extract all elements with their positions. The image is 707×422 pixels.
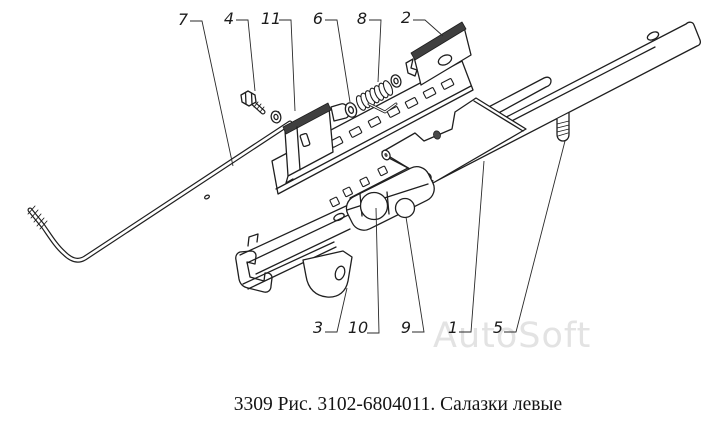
part-label-10: 10 [348,318,368,337]
roller-part10 [359,191,389,221]
slider-oval-hole [333,212,345,222]
washer-6b [390,74,402,88]
leader-5 [504,140,566,333]
bolt-head [240,90,257,107]
part-label-5: 5 [493,318,503,337]
leader-3 [325,287,348,333]
upper-slide-part2 [271,21,474,195]
spring-8 [355,80,394,111]
plate-curl [433,130,441,140]
rail-tongue [478,76,552,123]
roller-part9 [394,197,416,219]
latch-slot [299,132,311,148]
head-plate-tab [437,54,453,66]
part-label-1: 1 [448,318,458,337]
leader-10 [367,207,380,334]
washer-6 [344,102,358,118]
rod-hole [204,194,210,200]
lock-washer-part11 [270,110,282,124]
part-label-6: 6 [313,9,323,28]
rack-strip-edge [275,85,472,190]
leader-7 [190,20,234,167]
channel-tab [247,233,259,247]
upper-slide-head-plate [405,21,472,86]
lower-slide-part3 [235,165,435,298]
part-labels: 7 4 11 6 8 2 3 10 9 1 5 [178,8,503,337]
rail-ridge [497,46,656,129]
latch-bracket [282,102,334,184]
part-label-3: 3 [313,318,323,337]
leader-1 [459,160,485,333]
leader-lines [190,19,566,334]
latch-bracket-flange [282,102,332,135]
leader-11 [279,19,296,112]
part-label-7: 7 [178,10,189,29]
part-label-2: 2 [401,8,411,27]
leader-8 [369,19,382,83]
bolt-thread-hatch [253,101,265,113]
leader-6 [325,19,351,103]
head-plate-hook [405,58,418,77]
rail-end-hole [646,31,660,41]
leader-9 [405,216,425,333]
slider-tabs [329,165,388,208]
handle-rod-part7 [27,120,293,263]
figure-caption: 3309 Рис. 3102-6804011. Салазки левые [234,394,562,415]
spring-assembly [344,74,402,118]
leader-2 [413,19,444,37]
bracket-hole [334,265,346,281]
head-plate-flange [410,21,467,61]
bolt-part4 [240,90,266,115]
mount-bracket [302,250,353,298]
part-label-11: 11 [261,9,281,28]
watermark-text: AutoSoft [433,316,591,356]
part-label-9: 9 [401,318,411,337]
part-label-8: 8 [357,9,367,28]
stud-part5 [556,112,570,142]
leader-4 [236,19,256,92]
part-label-4: 4 [224,9,234,28]
slider-body [345,166,435,231]
rod-thread-hatch [27,205,48,230]
